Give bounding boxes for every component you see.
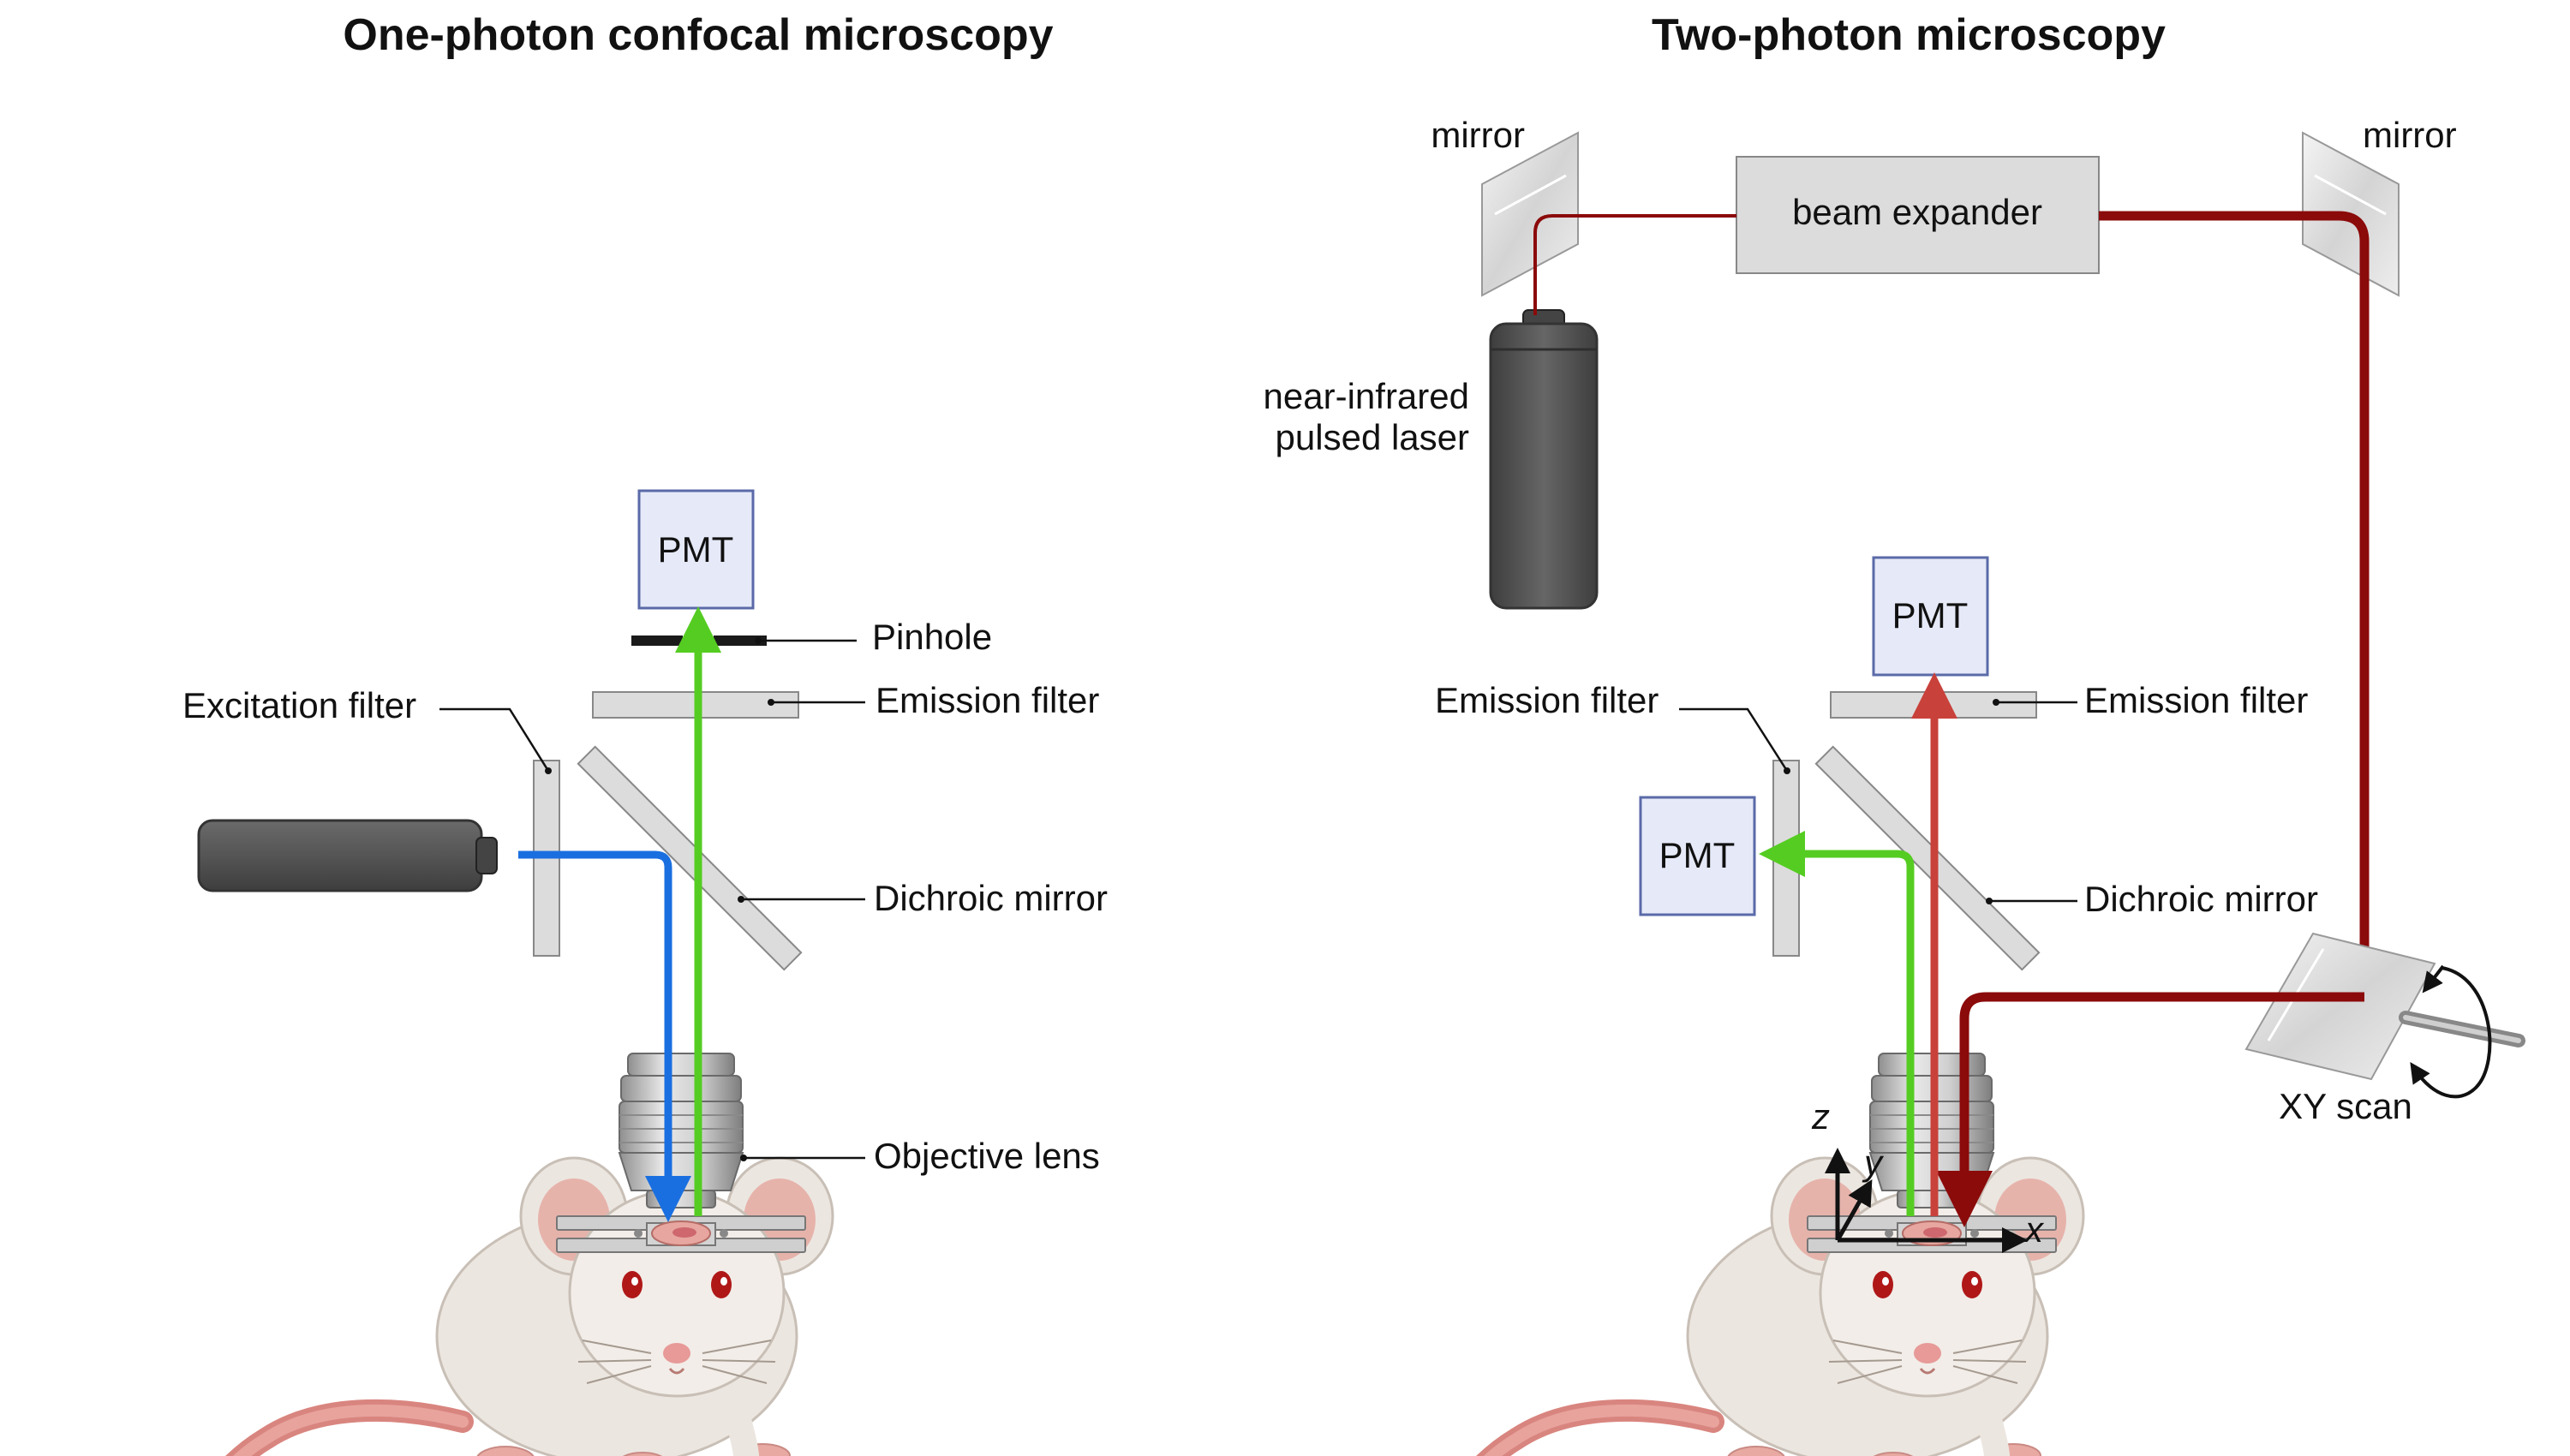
emission-filter-label: Emission filter: [876, 680, 1099, 720]
laser-label-line1: near-infrared: [1264, 376, 1469, 416]
pmt-detector-side: PMT: [1639, 796, 1756, 916]
pmt-detector: PMT: [637, 489, 755, 610]
mirror-left-label: mirror: [1431, 115, 1525, 155]
xy-scan-label: XY scan: [2279, 1086, 2412, 1126]
mouse-illustration: [184, 1158, 833, 1456]
pmt-detector-top: PMT: [1872, 556, 1989, 677]
axis-x-label: x: [2023, 1209, 2045, 1250]
pmt-top-label: PMT: [1892, 595, 1969, 636]
axis-y-label: y: [1862, 1143, 1885, 1183]
rotation-arrow-icon: [2410, 964, 2492, 1099]
excitation-filter-label: Excitation filter: [182, 685, 416, 725]
excitation-beam: [518, 850, 691, 1222]
panel-title-one-photon: One-photon confocal microscopy: [343, 10, 1053, 60]
objective-lens-label: Objective lens: [874, 1136, 1100, 1176]
emission-filter-vertical: [1772, 760, 1800, 957]
beam-expander-label: beam expander: [1792, 192, 2042, 232]
pmt-label: PMT: [658, 529, 734, 570]
xyz-axes: [1825, 1148, 2028, 1253]
mirror-right-label: mirror: [2363, 115, 2457, 155]
nir-beam-laser-to-expander: [1533, 214, 1736, 315]
emission-filter-right-label: Emission filter: [2084, 680, 2308, 720]
nir-laser-source: [1489, 309, 1599, 610]
dichroic-mirror-2: [1814, 745, 2041, 971]
green-emission-beam: [1759, 831, 1915, 1216]
dichroic-mirror-2-label: Dichroic mirror: [2084, 879, 2318, 919]
one-photon-panel: One-photon confocal microscopy: [182, 10, 1108, 1456]
dichroic-mirror-label: Dichroic mirror: [874, 878, 1108, 918]
mirror-left: [1481, 131, 1579, 297]
laser-label-line2: pulsed laser: [1276, 417, 1469, 457]
laser-source: [197, 819, 498, 892]
panel-title-two-photon: Two-photon microscopy: [1652, 10, 2166, 60]
pmt-side-label: PMT: [1659, 835, 1736, 875]
pinhole: [631, 636, 767, 646]
objective-lens: [619, 1053, 744, 1208]
emission-filter-left-label: Emission filter: [1435, 680, 1659, 720]
xy-scan-mirror: [2244, 932, 2525, 1081]
beam-expander: beam expander: [1736, 156, 2100, 274]
two-photon-panel: Two-photon microscopy beam expander: [1264, 10, 2525, 1456]
nir-beam-expander-to-scanner: [2099, 211, 2370, 997]
nir-beam-to-sample: [1936, 992, 2364, 1227]
mouse-illustration-2: [1435, 1158, 2083, 1456]
axis-z-label: z: [1811, 1096, 1830, 1137]
pinhole-label: Pinhole: [872, 617, 992, 657]
